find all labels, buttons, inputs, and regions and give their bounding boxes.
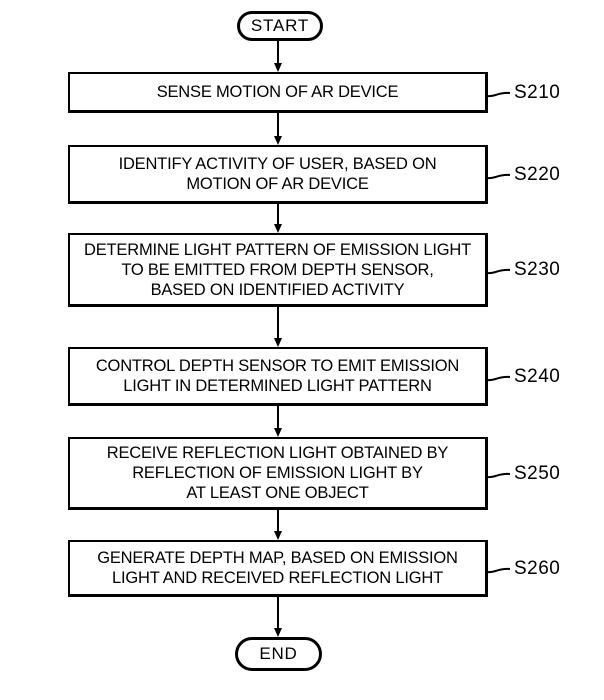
leader-line: [488, 268, 510, 275]
leader-line: [488, 91, 510, 97]
step-code: S240: [514, 365, 561, 387]
arrow-head: [274, 628, 282, 637]
flow-step-s250: RECEIVE REFLECTION LIGHT OBTAINED BY REF…: [68, 437, 560, 510]
start-terminal: START: [237, 11, 323, 41]
arrow-down-icon: [273, 406, 283, 437]
process-label: SENSE MOTION OF AR DEVICE: [156, 83, 399, 101]
leader-line: [488, 472, 510, 478]
arrow-down-icon: [273, 307, 283, 347]
arrow-shaft: [277, 41, 279, 63]
step-code: S220: [514, 163, 561, 185]
arrow-down-icon: [273, 510, 283, 540]
arrow-down-icon: [273, 204, 283, 233]
flow-step-s260: GENERATE DEPTH MAP, BASED ON EMISSION LI…: [68, 540, 560, 597]
step-code: S260: [514, 557, 561, 579]
process-label: GENERATE DEPTH MAP, BASED ON EMISSION LI…: [97, 549, 458, 587]
arrow-head: [274, 136, 282, 145]
leader-line: [488, 173, 510, 179]
flow-step-s210: SENSE MOTION OF AR DEVICE S210: [68, 72, 560, 113]
end-label: END: [259, 644, 298, 663]
arrow-shaft: [277, 406, 279, 428]
end-terminal: END: [235, 637, 322, 671]
flow-step-s230: DETERMINE LIGHT PATTERN OF EMISSION LIGH…: [68, 233, 560, 307]
step-code: S250: [514, 462, 561, 484]
arrow-shaft: [277, 204, 279, 224]
arrow-head: [274, 531, 282, 540]
step-code: S230: [514, 259, 561, 280]
arrow-down-icon: [273, 597, 283, 637]
process-label: DETERMINE LIGHT PATTERN OF EMISSION LIGH…: [84, 240, 471, 299]
process-label: IDENTIFY ACTIVITY OF USER, BASED ON MOTI…: [118, 155, 437, 193]
arrow-shaft: [277, 113, 279, 136]
process-box: SENSE MOTION OF AR DEVICE: [68, 72, 488, 113]
flow-step-s220: IDENTIFY ACTIVITY OF USER, BASED ON MOTI…: [68, 145, 560, 204]
process-box: RECEIVE REFLECTION LIGHT OBTAINED BY REF…: [68, 437, 488, 510]
process-box: IDENTIFY ACTIVITY OF USER, BASED ON MOTI…: [68, 145, 488, 204]
arrow-head: [274, 428, 282, 437]
process-label: CONTROL DEPTH SENSOR TO EMIT EMISSION LI…: [95, 357, 460, 395]
start-label: START: [250, 16, 310, 35]
arrow-down-icon: [273, 41, 283, 72]
arrow-shaft: [277, 307, 279, 338]
step-code: S210: [514, 81, 561, 103]
process-box: GENERATE DEPTH MAP, BASED ON EMISSION LI…: [68, 540, 488, 597]
process-label: RECEIVE REFLECTION LIGHT OBTAINED BY REF…: [106, 444, 449, 502]
process-box: DETERMINE LIGHT PATTERN OF EMISSION LIGH…: [68, 233, 488, 307]
arrow-head: [274, 224, 282, 233]
arrow-down-icon: [273, 113, 283, 145]
leader-line: [488, 567, 510, 573]
arrow-shaft: [277, 510, 279, 531]
arrow-head: [274, 63, 282, 72]
arrow-shaft: [277, 597, 279, 628]
leader-line: [488, 375, 510, 381]
flow-step-s240: CONTROL DEPTH SENSOR TO EMIT EMISSION LI…: [68, 347, 560, 406]
arrow-head: [274, 338, 282, 347]
process-box: CONTROL DEPTH SENSOR TO EMIT EMISSION LI…: [68, 347, 488, 406]
